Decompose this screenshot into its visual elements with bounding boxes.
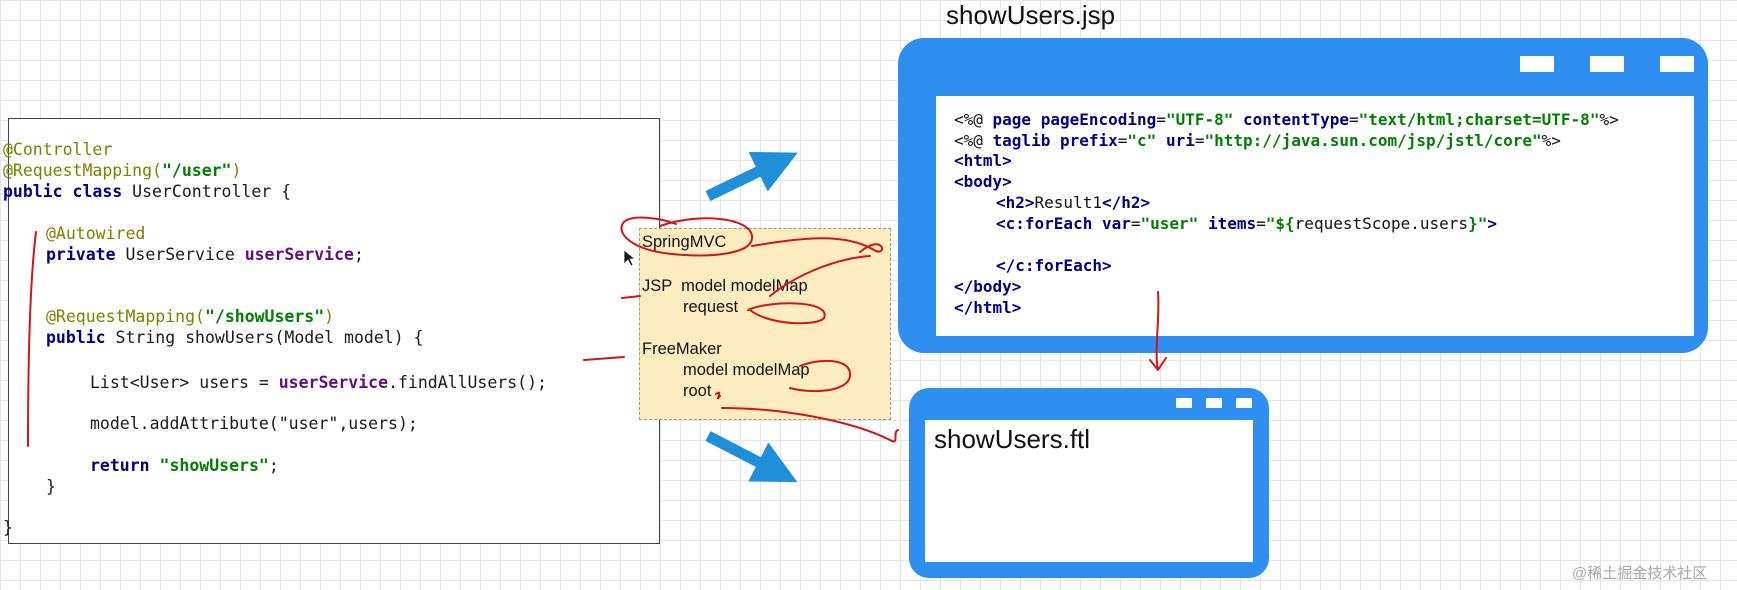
arrow-to-jsp-icon [705, 151, 798, 201]
jsp-line-page-directive: <%@ page pageEncoding="UTF-8" contentTyp… [954, 110, 1619, 129]
jsp-window-title: showUsers.jsp [946, 0, 1116, 30]
note-freemaker-root: root [683, 382, 712, 400]
note-freemaker-model: model modelMap [683, 361, 810, 379]
note-freemaker: FreeMaker [642, 340, 722, 358]
arrow-to-ftl-icon [705, 431, 798, 483]
code-line-method-mapping: @RequestMapping("/showUsers") [46, 307, 335, 326]
watermark: @稀土掘金技术社区 [1572, 565, 1708, 582]
code-line-add-attribute: model.addAttribute("user",users); [90, 414, 418, 433]
code-line-request-mapping: @RequestMapping("/user") [3, 161, 242, 180]
note-jsp-request: request [683, 298, 739, 316]
ftl-content-pane [925, 420, 1253, 562]
jsp-window-close-icon [1660, 56, 1694, 72]
code-line-service-field: private UserService userService; [46, 245, 364, 264]
controller-code-box [8, 118, 660, 544]
ftl-window-minimize-icon [1176, 398, 1192, 408]
jsp-window-minimize-icon [1520, 56, 1554, 72]
note-springmvc: SpringMVC [642, 233, 727, 251]
ftl-window-close-icon [1236, 398, 1252, 408]
jsp-line-h2: <h2>Result1</h2> [996, 193, 1151, 212]
code-line-find-users: List<User> users = userService.findAllUs… [90, 373, 547, 392]
code-line-return: return "showUsers"; [90, 456, 279, 475]
ftl-window-maximize-icon [1206, 398, 1222, 408]
jsp-line-taglib-directive: <%@ taglib prefix="c" uri="http://java.s… [954, 131, 1561, 150]
jsp-line-html-open: <html> [954, 151, 1012, 170]
jsp-line-foreach-open: <c:forEach var="user" items="${requestSc… [996, 214, 1497, 233]
jsp-code-pane [936, 96, 1694, 336]
code-line-autowired: @Autowired [46, 224, 146, 243]
note-jsp: JSP model modelMap [642, 277, 808, 295]
view-technology-note [639, 228, 891, 420]
code-line-class-declaration: public class UserController { [3, 182, 292, 201]
code-line-method-close: } [46, 477, 56, 496]
ftl-window-title: showUsers.ftl [934, 424, 1091, 454]
jsp-line-body-open: <body> [954, 172, 1012, 191]
code-line-method-signature: public String showUsers(Model model) { [46, 328, 424, 347]
jsp-line-body-close: </body> [954, 277, 1022, 296]
jsp-window-maximize-icon [1590, 56, 1624, 72]
jsp-line-html-close: </html> [954, 298, 1022, 317]
jsp-line-foreach-close: </c:forEach> [996, 256, 1112, 275]
code-line-class-close: } [3, 518, 13, 537]
code-line-controller: @Controller [3, 140, 113, 159]
